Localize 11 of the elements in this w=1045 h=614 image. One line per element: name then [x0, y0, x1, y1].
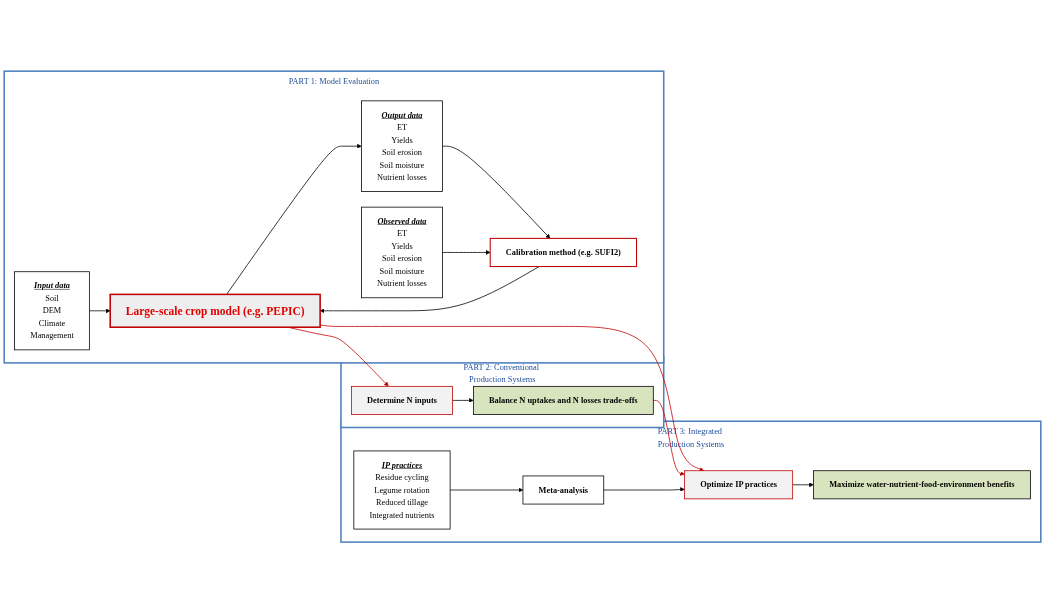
- node-box: Maximize water-nutrient-food-environment benefits: [813, 470, 1031, 500]
- node-box: Calibration method (e.g. SUFI2): [489, 238, 638, 268]
- node-box: Balance N uptakes and N losses trade-offs: [473, 386, 654, 416]
- node-box: Determine N inputs: [351, 386, 453, 416]
- node-box: Optimize IP practices: [684, 470, 794, 500]
- node-box: Meta-analysis: [522, 475, 605, 505]
- node-box: IP practices Residue cycling Legume rotation Reduced tillage Integrated nutrients: [353, 450, 451, 530]
- node-box: Output data ET Yields Soil erosion Soil moisture Nutrient losses: [361, 100, 443, 193]
- node-box: Input data Soil DEM Climate Management: [14, 271, 90, 351]
- node-box: Large-scale crop model (e.g. PEPIC): [109, 293, 321, 329]
- node-box: Observed data ET Yields Soil erosion Soil moisture Nutrient losses: [361, 207, 443, 299]
